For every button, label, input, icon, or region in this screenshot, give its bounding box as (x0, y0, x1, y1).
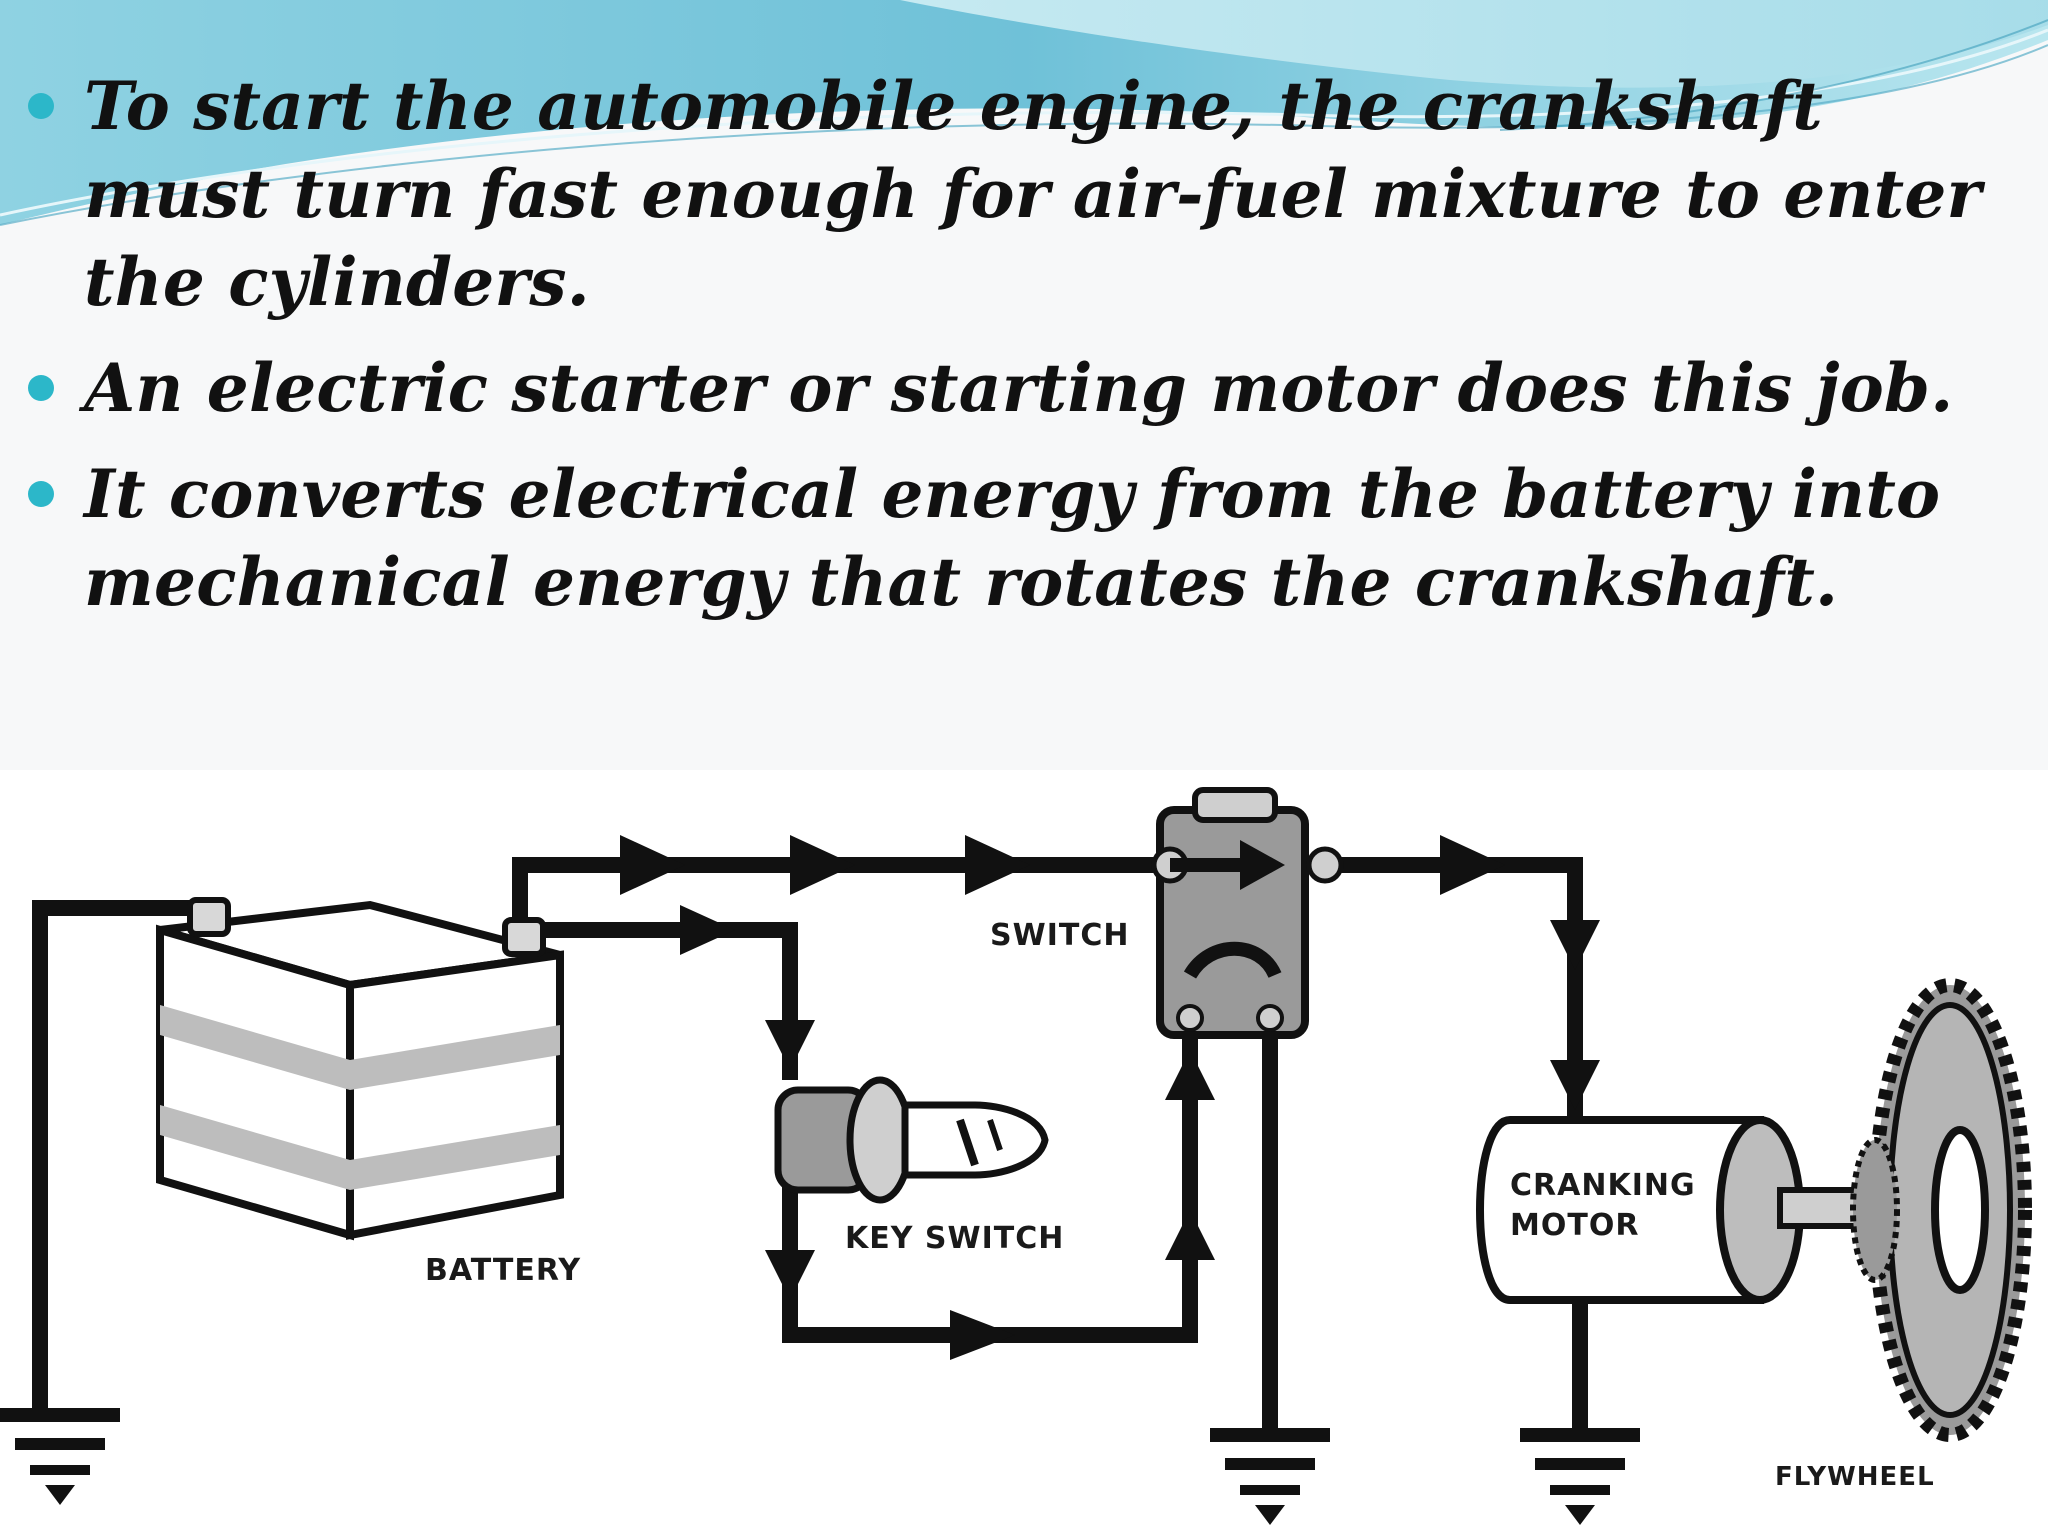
bullet-dot-icon (28, 93, 54, 119)
starting-system-diagram: BATTERY SWITCH KEY SWITCH (0, 770, 2048, 1536)
key-switch-icon (774, 1076, 1049, 1204)
bullet-item: To start the automobile engine, the cran… (18, 62, 2008, 326)
decorative-wave-header (0, 0, 2048, 226)
cranking-motor-label-line2: MOTOR (1510, 1208, 1639, 1243)
switch-label: SWITCH (990, 918, 1129, 953)
bullet-dot-icon (28, 481, 54, 507)
arrow-icon (965, 835, 1030, 895)
key-switch-label: KEY SWITCH (845, 1221, 1064, 1256)
arrow-icon (1550, 1060, 1600, 1110)
flywheel-label: FLYWHEEL (1775, 1462, 1935, 1492)
bullet-item: It converts electrical energy from the b… (18, 450, 2008, 626)
bullet-text: An electric starter or starting motor do… (84, 349, 1954, 427)
battery-label: BATTERY (425, 1253, 581, 1288)
cranking-motor-label-line1: CRANKING (1510, 1168, 1696, 1203)
flywheel-icon (1850, 978, 2032, 1442)
current-arrows (620, 835, 1600, 1360)
bullet-item: An electric starter or starting motor do… (18, 344, 2008, 432)
bullet-text: It converts electrical energy from the b… (84, 455, 1941, 621)
arrow-icon (790, 835, 855, 895)
arrow-icon (680, 905, 735, 955)
ground-icon (1520, 1428, 1640, 1525)
arrow-icon (1165, 1210, 1215, 1260)
arrow-icon (765, 1020, 815, 1070)
bullet-list: To start the automobile engine, the cran… (18, 62, 2008, 644)
battery-ground-wire (32, 900, 205, 1410)
bullet-text: To start the automobile engine, the cran… (84, 67, 1982, 321)
arrow-icon (620, 835, 685, 895)
main-wire-top (512, 857, 1175, 935)
ground-icon (1210, 1428, 1330, 1525)
ground-icon (0, 1408, 120, 1505)
arrow-icon (950, 1310, 1015, 1360)
solenoid-switch-icon (1151, 787, 1344, 1039)
battery-icon (156, 897, 564, 1241)
arrow-icon (1440, 835, 1505, 895)
bullet-dot-icon (28, 375, 54, 401)
arrow-icon (1550, 920, 1600, 970)
arrow-icon (1165, 1050, 1215, 1100)
arrow-icon (765, 1250, 815, 1300)
motor-feed-wire (1330, 857, 1583, 1130)
ground-symbols (0, 1408, 1640, 1525)
cranking-motor-icon (1476, 1116, 1863, 1304)
key-branch-wire (522, 922, 798, 1080)
